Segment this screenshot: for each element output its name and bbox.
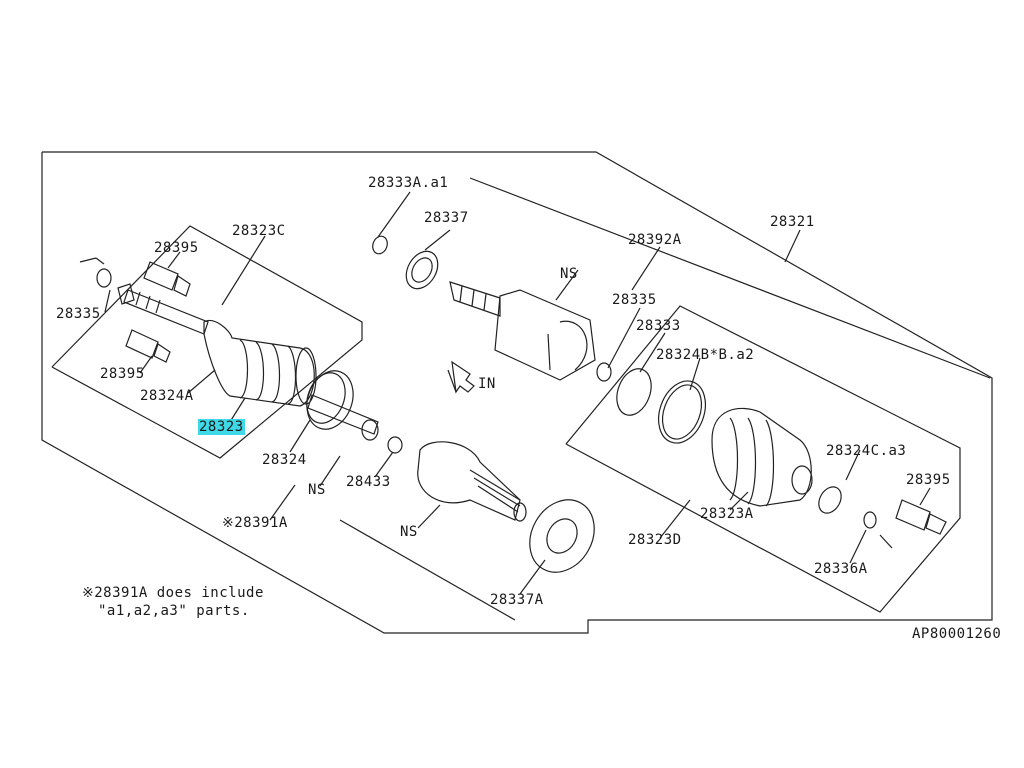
right-subassembly-box — [565, 305, 961, 613]
right-boot — [711, 407, 813, 507]
right-clamp-ring — [658, 380, 706, 444]
part-label-28395-right[interactable]: 28395 — [906, 472, 951, 488]
part-label-28323D[interactable]: 28323D — [628, 532, 682, 548]
inner-joint-housing — [449, 281, 596, 381]
part-label-28395-left-bottom[interactable]: 28395 — [100, 366, 145, 382]
part-label-28391A[interactable]: ※28391A — [222, 515, 288, 531]
part-label-28323A[interactable]: 28323A — [700, 506, 754, 522]
grease-tube-left-top — [143, 261, 191, 297]
part-label-NS-mid: NS — [308, 482, 326, 498]
part-label-28324B-Ba2[interactable]: 28324B*B.a2 — [656, 347, 755, 363]
part-label-28337[interactable]: 28337 — [424, 210, 469, 226]
part-label-28333A-a1[interactable]: 28333A.a1 — [368, 175, 449, 191]
in-label: IN — [478, 376, 496, 392]
top-seal-ring — [405, 250, 439, 290]
left-boot — [203, 320, 317, 407]
right-seal-ring — [616, 368, 652, 416]
part-label-28324A[interactable]: 28324A — [140, 388, 194, 404]
part-label-28337A[interactable]: 28337A — [490, 592, 544, 608]
part-label-28333[interactable]: 28333 — [636, 318, 681, 334]
left-shaft — [117, 283, 209, 335]
footnote: ※28391A does include "a1,a2,a3" parts. — [82, 584, 264, 620]
part-label-NS-bottom: NS — [400, 524, 418, 540]
reference-code: AP80001260 — [912, 626, 1002, 642]
part-label-NS: NS — [560, 266, 578, 282]
left-subassembly-box — [51, 225, 363, 459]
grease-tube-left-bottom — [125, 329, 171, 363]
middle-shaft — [307, 394, 379, 435]
part-label-28336A[interactable]: 28336A — [814, 561, 868, 577]
part-label-28335-right[interactable]: 28335 — [612, 292, 657, 308]
large-washer — [529, 499, 595, 573]
grease-tube-right — [895, 499, 947, 535]
part-label-28392A[interactable]: 28392A — [628, 232, 682, 248]
outer-frame — [41, 151, 993, 634]
part-label-28395[interactable]: 28395 — [154, 240, 199, 256]
part-label-28324C-a3[interactable]: 28324C.a3 — [826, 443, 907, 459]
footnote-line-2: "a1,a2,a3" parts. — [98, 603, 250, 619]
part-label-28335[interactable]: 28335 — [56, 306, 101, 322]
part-label-28323C[interactable]: 28323C — [232, 223, 286, 239]
outer-cv-joint — [417, 441, 527, 522]
direction-arrow — [447, 360, 475, 394]
footnote-line-1: ※28391A does include — [82, 585, 264, 601]
part-label-28324[interactable]: 28324 — [262, 452, 307, 468]
part-label-28433[interactable]: 28433 — [346, 474, 391, 490]
part-label-28323-highlighted[interactable]: 28323 — [198, 419, 245, 435]
part-label-28321[interactable]: 28321 — [770, 214, 815, 230]
